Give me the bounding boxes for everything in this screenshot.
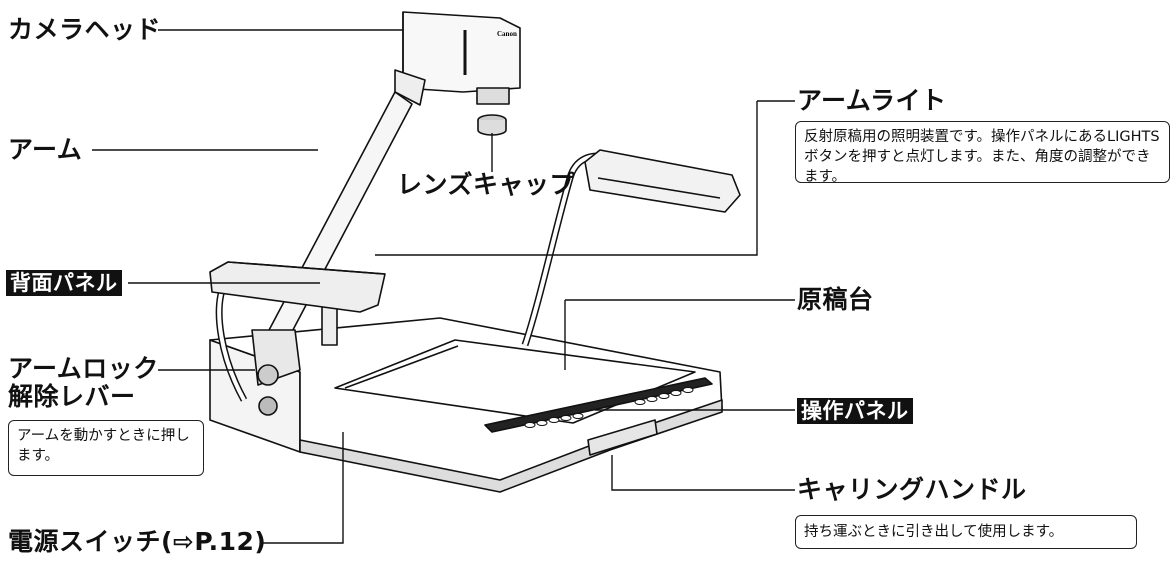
label-control-panel: 操作パネル: [797, 398, 913, 424]
right-lamp: [584, 149, 741, 213]
label-back-panel: 背面パネル: [6, 270, 122, 296]
canon-logo: Canon: [497, 30, 517, 38]
leader-handle: [611, 455, 795, 491]
label-document-stage: 原稿台: [797, 285, 874, 314]
label-arm-lock-line2: 解除レバー: [8, 382, 136, 411]
label-camera-head: カメラヘッド: [8, 15, 162, 44]
handle-shape: [587, 419, 658, 456]
label-power-switch: 電源スイッチ(⇨P.12): [8, 527, 267, 556]
leader-power: [260, 432, 344, 544]
control-strip: [484, 377, 713, 433]
label-arm-lock-line1: アームロック: [8, 354, 159, 383]
leader-arm-light: [375, 100, 795, 256]
label-lens-cap: レンズキャップ: [397, 170, 576, 199]
label-carrying-handle: キャリングハンドル: [797, 475, 1027, 504]
note-arm-lock: アームを動かすときに押します。: [8, 420, 204, 476]
label-arm-light: アームライト: [797, 86, 947, 115]
label-arm: アーム: [8, 135, 83, 164]
note-carrying-handle: 持ち運ぶときに引き出して使用します。: [795, 515, 1137, 549]
leader-stage: [564, 299, 795, 370]
note-arm-light: 反射原稿用の照明装置です。操作パネルにあるLIGHTSボタンを押すと点灯します。…: [795, 121, 1170, 185]
